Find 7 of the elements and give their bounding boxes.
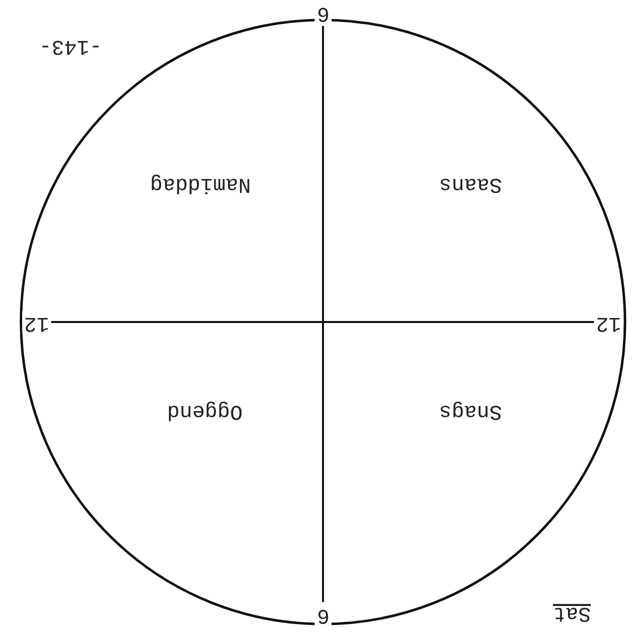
quadrant-label: Snags <box>438 400 502 420</box>
page-number: -143- <box>38 34 102 56</box>
quadrant-label: Saans <box>438 172 502 194</box>
quadrant-label: Oggend <box>167 400 243 420</box>
hour-mark: 12 <box>22 310 51 334</box>
quadrant-label: Namiddag <box>150 172 250 194</box>
heading: Sat <box>553 602 591 622</box>
